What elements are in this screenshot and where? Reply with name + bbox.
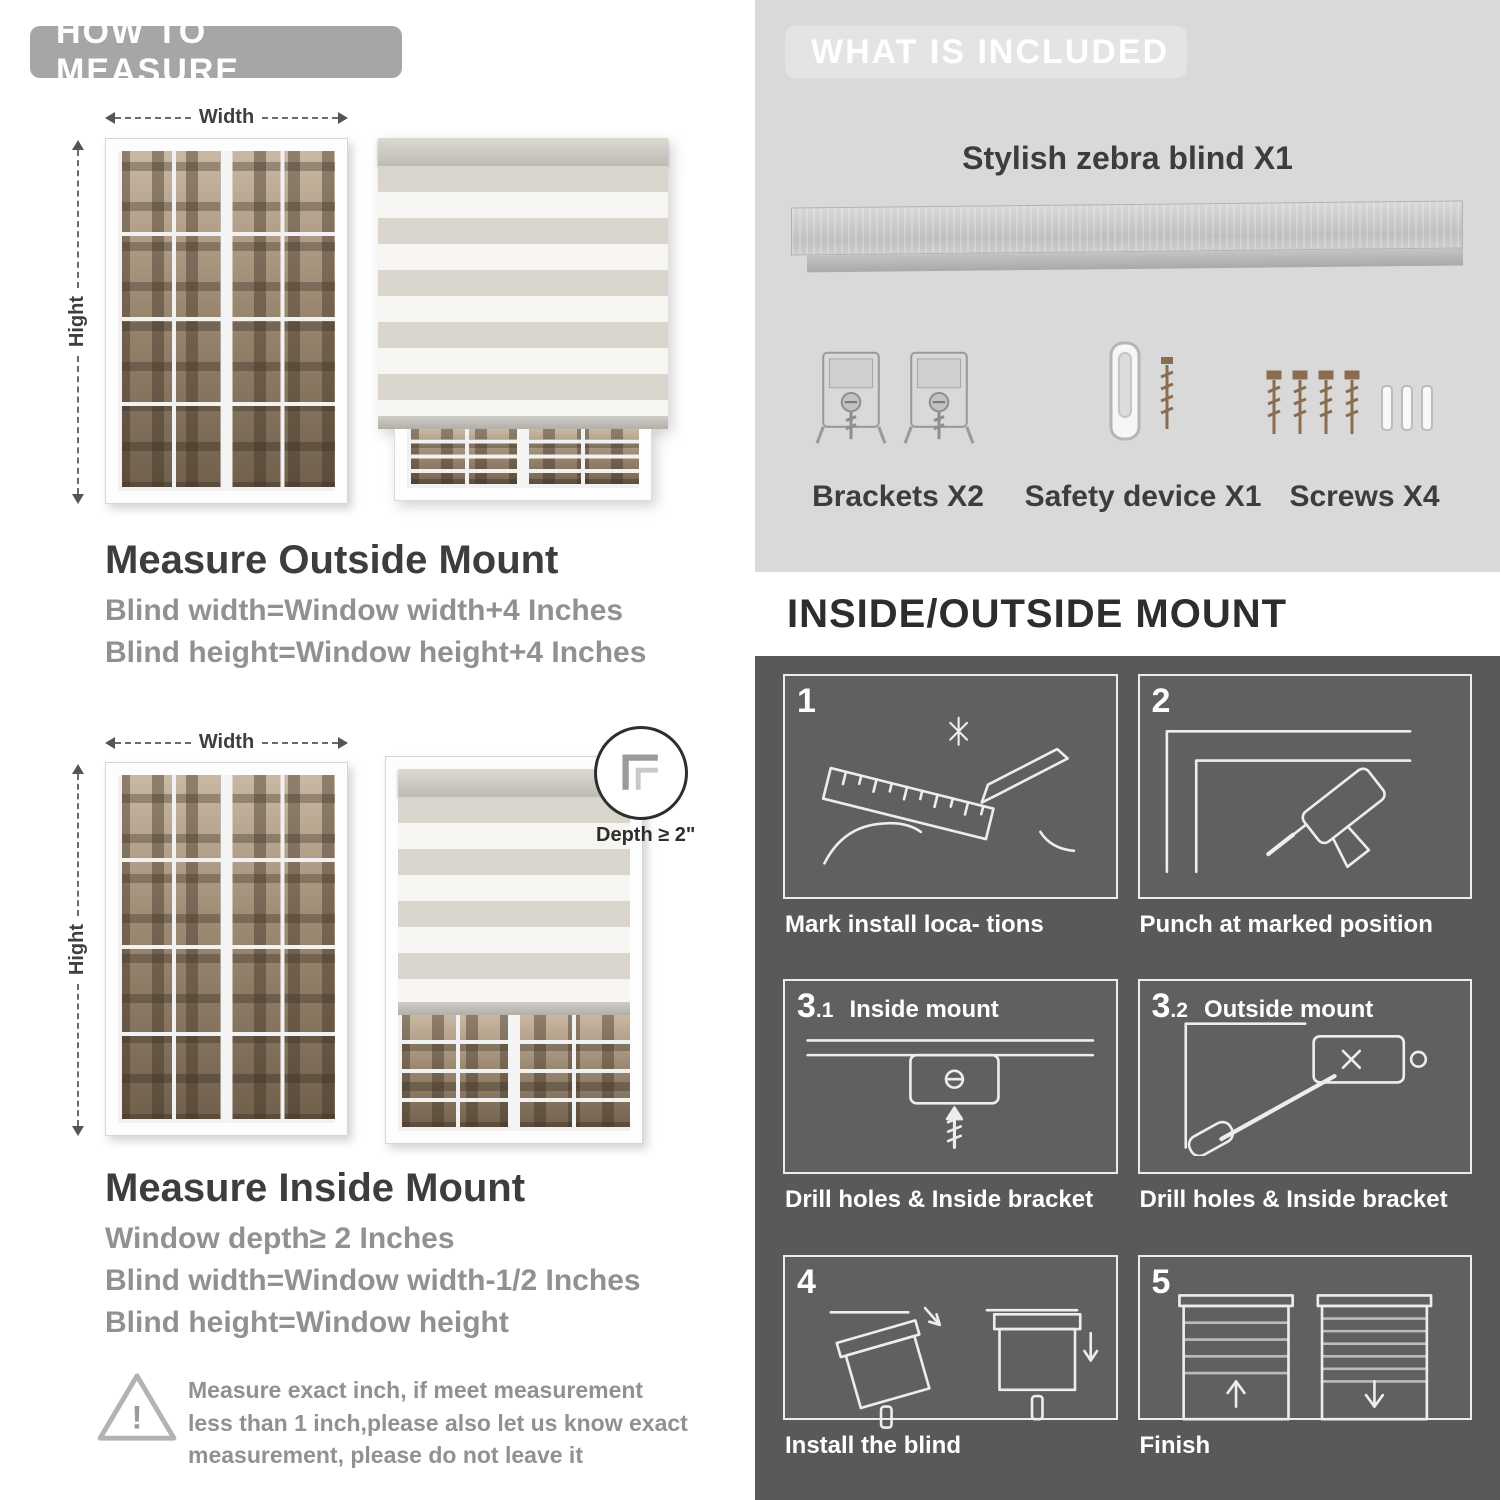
how-to-measure-banner: HOW TO MEASURE	[30, 13, 402, 90]
bracket-icon	[815, 351, 887, 444]
step-number: 1	[797, 682, 816, 720]
measure-outside-heading: Measure Outside Mount	[105, 538, 559, 582]
outside-bracket-illustration	[1183, 1022, 1427, 1157]
what-is-included-panel: WHAT IS INCLUDED Stylish zebra blind X1	[755, 0, 1500, 572]
width-arrow-outside: Width	[105, 106, 349, 129]
step-number: 5	[1151, 1262, 1171, 1301]
blind-headrail	[378, 138, 668, 166]
warning-icon: !	[97, 1373, 177, 1441]
measure-inside-heading: Measure Inside Mount	[105, 1166, 526, 1210]
depth-callout-label: Depth ≥ 2"	[596, 824, 696, 846]
window-photo	[118, 775, 335, 1123]
step-3-2-box: 3.2 Outside mount	[1137, 979, 1472, 1175]
arrow-right-icon	[338, 736, 349, 749]
step-5-caption: Finish	[1139, 1431, 1211, 1459]
step-5: 5 Finish	[1137, 1254, 1472, 1500]
arrow-down-icon	[71, 1126, 84, 1136]
arrow-down-icon	[71, 494, 84, 504]
inside-mount-label: Inside mount	[849, 996, 999, 1024]
step-4-caption: Install the blind	[785, 1431, 962, 1459]
step-1-box: 1	[783, 674, 1118, 899]
drill-punch-illustration	[1165, 729, 1411, 874]
arrow-left-icon	[105, 111, 115, 124]
bracket-icon	[903, 351, 975, 444]
step-3-1: 3.1 Inside mount Drill holes & Inside	[783, 979, 1118, 1254]
arrow-left-icon	[105, 736, 115, 749]
step-5-box: 5	[1137, 1254, 1472, 1421]
product-title: Stylish zebra blind X1	[962, 140, 1293, 176]
step-2-box: 2	[1137, 674, 1472, 899]
step-2: 2 Punch at mark	[1137, 674, 1472, 979]
height-arrow-outside: Hight	[66, 140, 89, 504]
window-illustration-inside	[105, 762, 348, 1136]
blind-bottomrail	[398, 1002, 630, 1015]
step-1: 1 Mark install loca	[783, 674, 1118, 979]
brackets-label: Brackets X2	[812, 480, 984, 513]
zebra-blind-outside-illustration	[378, 138, 668, 501]
step-number: 4	[797, 1262, 816, 1301]
window-photo	[118, 151, 335, 491]
window-under-blind	[394, 429, 652, 501]
height-label: Hight	[66, 924, 88, 976]
svg-text:!: !	[132, 1398, 143, 1435]
inside-rule-1: Window depth≥ 2 Inches	[105, 1222, 455, 1255]
screws-icon	[1266, 370, 1433, 434]
step-number: 2	[1151, 682, 1171, 720]
brackets-illustration	[815, 346, 975, 450]
finish-illustration	[1177, 1293, 1432, 1421]
depth-callout-circle	[594, 726, 688, 820]
blind-bottomrail	[378, 416, 668, 429]
step-3-2: 3.2 Outside mount Drill holes & Inside b…	[1137, 979, 1472, 1254]
safety-device-icon	[1109, 341, 1174, 441]
blind-stripes	[378, 166, 668, 416]
step-4-box: 4	[783, 1254, 1118, 1429]
arrow-up-icon	[71, 764, 84, 774]
window-illustration-outside	[105, 138, 348, 504]
step-number: 3.1	[797, 987, 834, 1026]
zebra-blind-inside-illustration	[385, 756, 643, 1144]
width-label: Width	[198, 106, 255, 128]
blind-headrail	[398, 769, 630, 797]
outside-mount-label: Outside mount	[1203, 996, 1374, 1024]
window-photo	[407, 429, 639, 488]
inside-rule-3: Blind height=Window height	[105, 1306, 509, 1339]
window-photo	[398, 1015, 630, 1131]
measurement-note: Measure exact inch, if meet measurement …	[188, 1377, 688, 1469]
step-number: 3.2	[1151, 987, 1188, 1026]
height-label: Hight	[66, 296, 88, 348]
step-1-caption: Mark install loca- tions	[785, 911, 1044, 938]
height-arrow-inside: Hight	[66, 764, 89, 1136]
window-corner-detail-icon	[622, 754, 658, 790]
zebra-blind-headrail-illustration	[791, 200, 1463, 273]
inside-bracket-illustration	[806, 1039, 1095, 1150]
width-arrow-inside: Width	[105, 731, 349, 754]
outside-rule-2: Blind height=Window height+4 Inches	[105, 636, 647, 669]
arrow-right-icon	[338, 111, 349, 124]
mark-locations-illustration	[821, 716, 1076, 865]
inside-outside-mount-heading: INSIDE/OUTSIDE MOUNT	[755, 572, 1500, 656]
blind-stripes	[398, 797, 630, 1002]
step-3-2-caption: Drill holes & Inside bracket	[1139, 1186, 1448, 1214]
mount-steps-panel: 1 Mark install loca	[755, 656, 1500, 1500]
width-label: Width	[198, 731, 255, 753]
step-4: 4	[783, 1254, 1118, 1500]
inside-rule-2: Blind width=Window width-1/2 Inches	[105, 1264, 641, 1297]
install-blind-illustration	[829, 1306, 1099, 1429]
step-2-caption: Punch at marked position	[1139, 911, 1433, 938]
step-3-1-box: 3.1 Inside mount	[783, 979, 1118, 1175]
what-is-included-banner: WHAT IS INCLUDED	[785, 26, 1187, 78]
step-3-1-caption: Drill holes & Inside bracket	[785, 1186, 1094, 1214]
outside-rule-1: Blind width=Window width+4 Inches	[105, 594, 624, 627]
screws-label: Screws X4	[1289, 480, 1440, 513]
arrow-up-icon	[71, 140, 84, 150]
safety-device-label: Safety device X1	[1024, 480, 1262, 513]
